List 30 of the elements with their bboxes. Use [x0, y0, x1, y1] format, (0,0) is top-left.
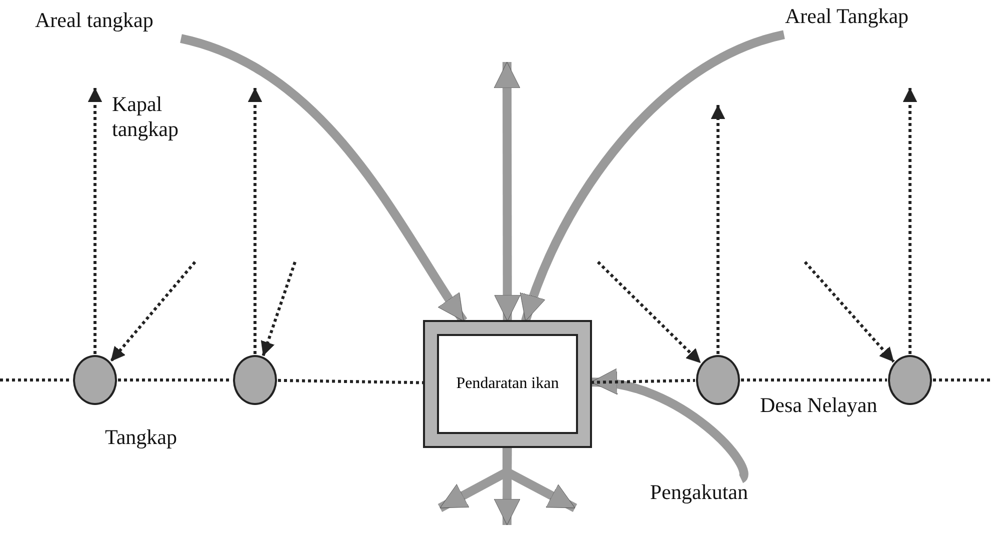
dotted-arrow: [596, 260, 702, 364]
flow-arrow: [494, 446, 520, 526]
dotted-line: [0, 378, 72, 382]
flow-arrow: [502, 446, 578, 512]
village-circle: [888, 355, 932, 405]
village-label: Desa Nelayan: [760, 393, 878, 418]
village-circle: [73, 355, 117, 405]
dotted-arrow: [88, 88, 102, 354]
dotted-line: [278, 378, 424, 384]
vessel-label: Kapal tangkap: [112, 92, 180, 142]
village-circle: [696, 355, 740, 405]
dotted-line: [590, 378, 696, 384]
landing-station-box: Pendaratan ikan: [425, 322, 590, 446]
dotted-arrow: [902, 88, 918, 354]
dotted-arrow: [710, 104, 726, 354]
dotted-line: [118, 378, 232, 382]
flow-arrow: [521, 30, 786, 322]
dotted-arrow: [804, 261, 895, 363]
dotted-arrow: [110, 261, 196, 362]
fishing-area-label: Areal tangkap: [35, 8, 180, 38]
dotted-line: [741, 378, 887, 382]
transport-label: Pengakutan: [650, 480, 765, 510]
dotted-arrow: [260, 262, 296, 356]
dotted-line: [933, 378, 993, 382]
dotted-arrow: [248, 88, 262, 354]
catch-label: Tangkap: [105, 425, 178, 450]
flow-arrow: [590, 370, 748, 482]
fishing-area-label: Areal Tangkap: [785, 4, 935, 34]
flow-arrow: [494, 62, 520, 322]
village-circle: [233, 355, 277, 405]
